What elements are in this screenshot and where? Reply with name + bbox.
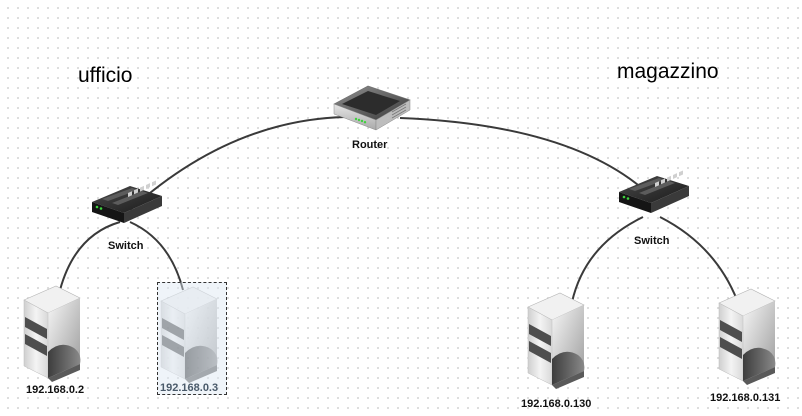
server-2-label: 192.168.0.3	[160, 382, 219, 394]
link-switch-right-server-4	[659, 216, 738, 301]
switch-left-label: Switch	[108, 240, 144, 252]
link-switch-left-server-2	[129, 221, 184, 291]
server-4-label: 192.168.0.131	[710, 392, 781, 404]
link-switch-right-server-3	[571, 216, 644, 303]
link-router-switch-right	[399, 117, 656, 201]
server-icon[interactable]	[527, 292, 585, 390]
selection-box[interactable]	[157, 282, 227, 395]
router-label: Router	[352, 139, 388, 151]
area-label-left: ufficio	[78, 64, 133, 87]
switch-icon[interactable]	[92, 180, 162, 223]
area-label-right: magazzino	[617, 60, 719, 83]
link-router-switch-left	[129, 116, 346, 211]
server-3-label: 192.168.0.130	[521, 398, 592, 410]
server-icon[interactable]	[23, 285, 81, 383]
switch-icon[interactable]	[619, 170, 689, 213]
link-switch-left-server-1	[59, 221, 121, 291]
server-icon[interactable]	[718, 288, 776, 386]
router-icon[interactable]	[333, 85, 411, 131]
switch-right-label: Switch	[634, 235, 670, 247]
server-1-label: 192.168.0.2	[26, 384, 85, 396]
